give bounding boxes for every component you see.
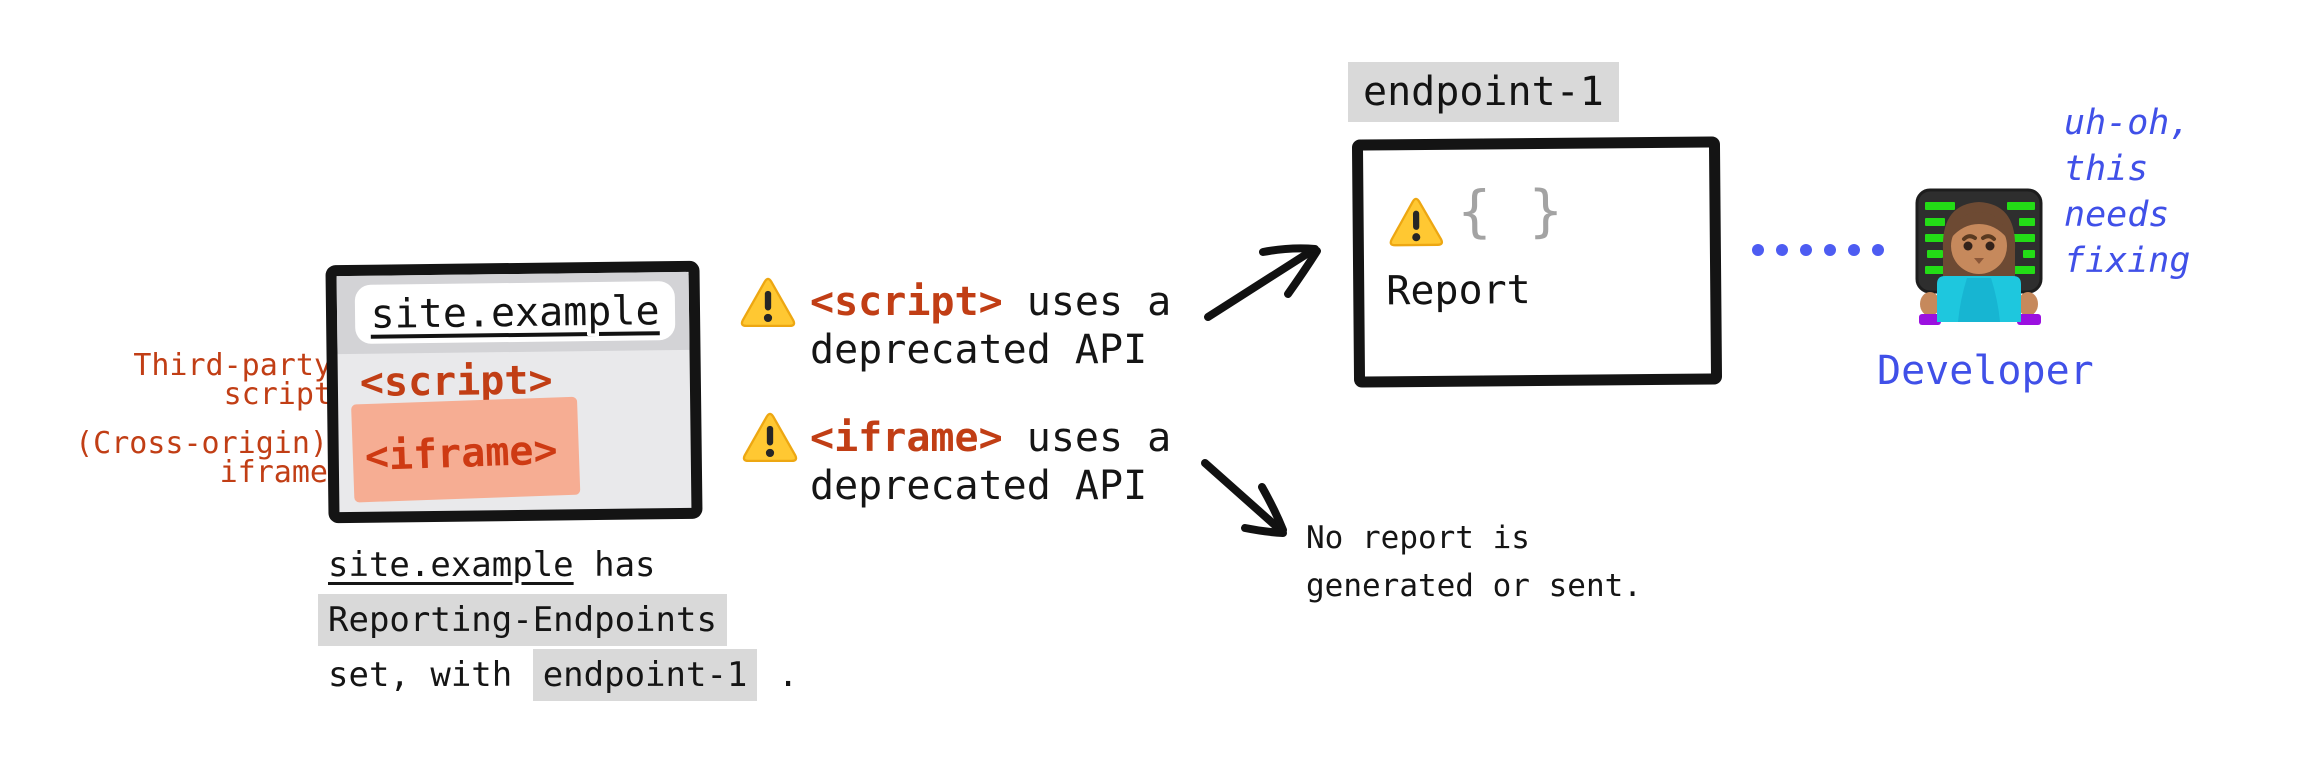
address-bar-url: site.example [370, 287, 660, 338]
third-party-script-label: Third-party script [133, 348, 332, 412]
reporting-endpoints-token: Reporting-Endpoints [318, 594, 727, 646]
warning-script-message: <script> uses a deprecated API [810, 278, 1171, 374]
caption-has: has [573, 545, 656, 585]
json-braces-icon: { } [1457, 178, 1565, 245]
blue-dotted-line-icon [1752, 244, 1884, 256]
arrow-to-report-icon [1204, 244, 1321, 321]
developer-caption: Developer [1877, 348, 2094, 394]
warning-icon [740, 277, 796, 328]
iframe-tag-text: <iframe> [364, 427, 559, 481]
caption-period: . [757, 655, 799, 695]
warning-line-2: deprecated API [810, 463, 1148, 509]
report-endpoint-box: { } Report [1351, 136, 1723, 388]
caption-line-1: site.example has [328, 538, 798, 593]
endpoint-1-label: endpoint-1 [1348, 62, 1619, 122]
woman-technologist-icon [1915, 188, 2043, 325]
warning-suffix: uses a [1002, 279, 1172, 325]
warning-suffix: uses a [1002, 415, 1172, 461]
report-label: Report [1386, 267, 1531, 315]
caption-line-3: set, with endpoint-1 . [328, 648, 798, 703]
browser-window: site.example <script> <iframe> [325, 260, 703, 524]
warning-line-1: <iframe> uses a [810, 414, 1171, 462]
endpoint-1-token: endpoint-1 [532, 649, 758, 701]
caption-site-domain: site.example [328, 545, 574, 585]
warning-line-1: <script> uses a [810, 278, 1171, 326]
no-report-note: No report is generated or sent. [1306, 520, 1642, 604]
warning-icon [1389, 197, 1444, 247]
cross-origin-iframe-label: (Cross-origin) iframe [75, 426, 328, 490]
script-tag-inline: <script> [810, 279, 1003, 325]
browser-header-bar: site.example [336, 271, 690, 355]
caption-set-with: set, with [328, 655, 533, 695]
iframe-highlight-region: <iframe> [351, 396, 581, 503]
developer-thought-text: uh-oh, this needs fixing [2064, 103, 2191, 281]
warning-icon [742, 412, 798, 463]
caption-line-2: Reporting-Endpoints [318, 593, 798, 648]
arrow-to-no-report-icon [1201, 459, 1287, 537]
address-bar: site.example [354, 281, 676, 344]
iframe-tag-inline: <iframe> [810, 415, 1003, 461]
warning-iframe-message: <iframe> uses a deprecated API [810, 414, 1171, 510]
footer-caption: site.example has Reporting-Endpoints set… [318, 538, 798, 703]
warning-line-2: deprecated API [810, 327, 1148, 373]
